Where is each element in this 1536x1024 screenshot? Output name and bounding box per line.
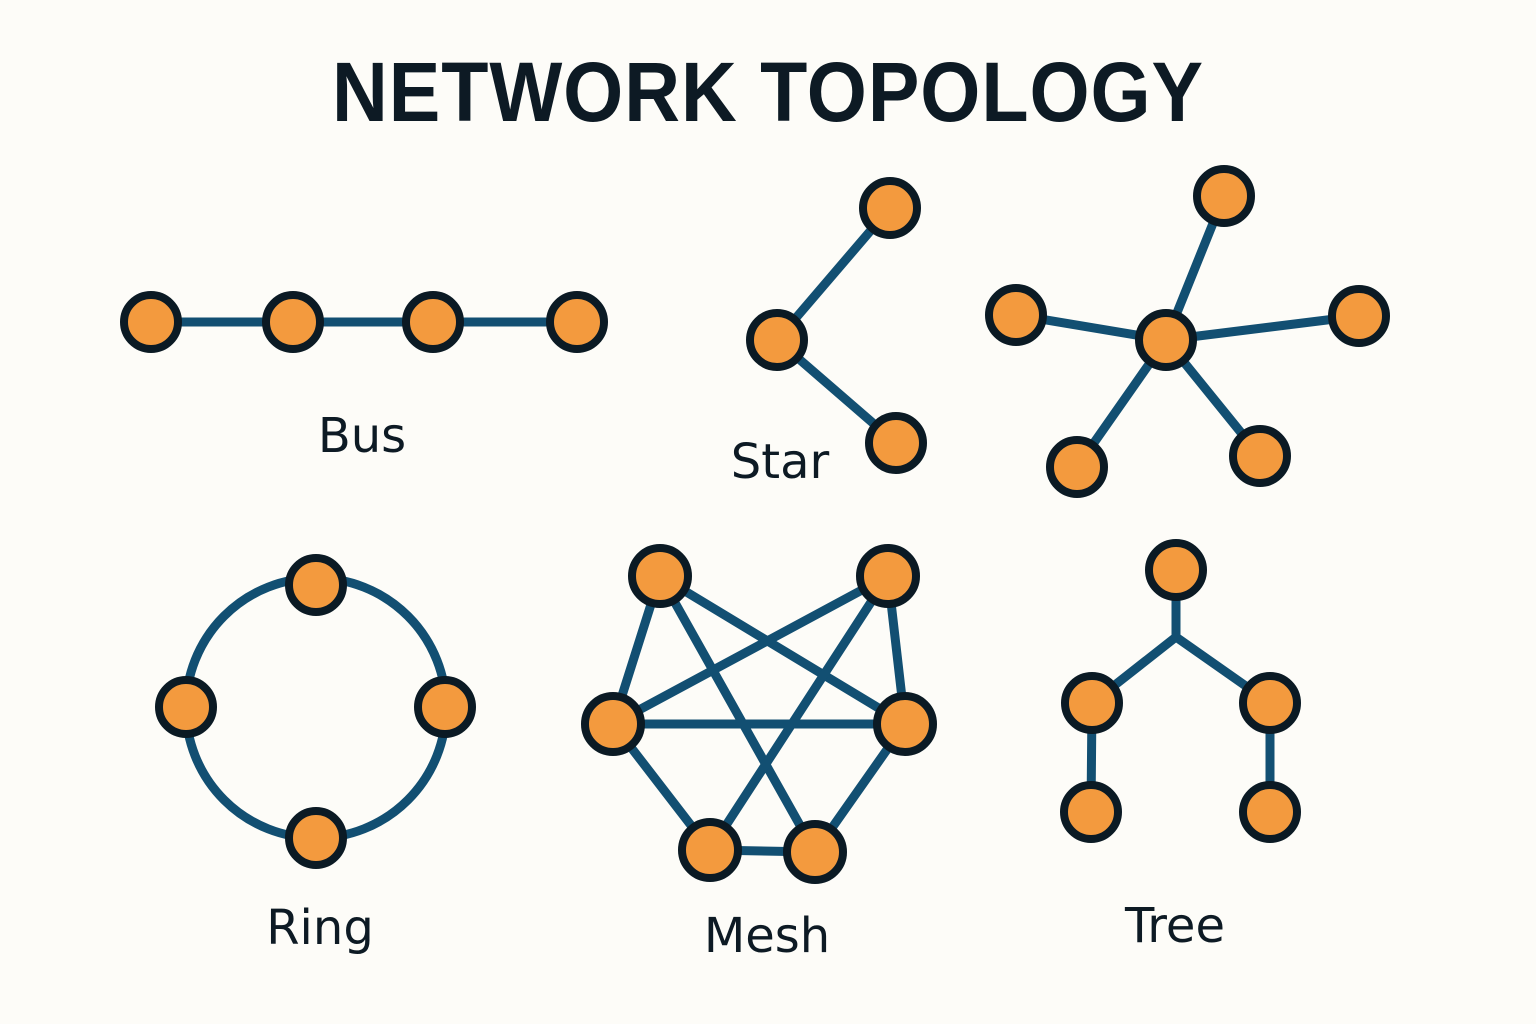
ring-node-top (285, 554, 347, 616)
tree-node-left (1061, 672, 1123, 734)
mesh-node-bottom-left (678, 818, 742, 882)
bus-node-n4 (546, 291, 608, 353)
star-large-node-right (1328, 285, 1390, 347)
star-large-node-bottom-right (1229, 425, 1291, 487)
star-large-edge-hub-right (1161, 311, 1364, 345)
mesh-node-bottom-right (783, 820, 847, 884)
star-small-node-bottom (865, 412, 927, 474)
star-large-node-bottom-left (1046, 436, 1108, 498)
star-large-node-top (1193, 165, 1255, 227)
label-bus: Bus (318, 408, 406, 464)
label-tree: Tree (1124, 898, 1225, 954)
label-mesh: Mesh (704, 908, 830, 964)
nodes-layer (120, 165, 1390, 884)
page-title: NETWORK TOPOLOGY (332, 45, 1204, 139)
mesh-edge-top-right-bottom-left (705, 571, 893, 855)
tree-node-right (1239, 672, 1301, 734)
mesh-edge-top-left-bottom-right (655, 571, 820, 857)
labels-layer: Bus Star Ring Mesh Tree (266, 408, 1225, 964)
mesh-node-mid-left (581, 692, 645, 756)
star-small-node-top (859, 177, 921, 239)
ring-node-right (414, 676, 476, 738)
bus-node-n1 (120, 291, 182, 353)
mesh-node-mid-right (873, 692, 937, 756)
ring-node-bottom (285, 807, 347, 869)
ring-node-left (155, 676, 217, 738)
edges-layer (146, 191, 1364, 857)
mesh-edge-top-right-mid-left (608, 571, 893, 729)
bus-node-n2 (262, 291, 324, 353)
star-small-node-center (746, 309, 808, 371)
label-star: Star (731, 434, 830, 490)
mesh-edge-top-left-mid-right (655, 571, 910, 729)
star-large-node-left (985, 284, 1047, 346)
star-large-node-hub (1135, 309, 1197, 371)
tree-node-right-child (1239, 781, 1301, 843)
label-ring: Ring (266, 900, 374, 956)
mesh-node-top-left (628, 544, 692, 608)
mesh-node-top-right (856, 544, 920, 608)
tree-node-left-child (1060, 781, 1122, 843)
tree-node-root (1145, 539, 1207, 601)
ring-ring-link (181, 573, 451, 843)
bus-node-n3 (402, 291, 464, 353)
